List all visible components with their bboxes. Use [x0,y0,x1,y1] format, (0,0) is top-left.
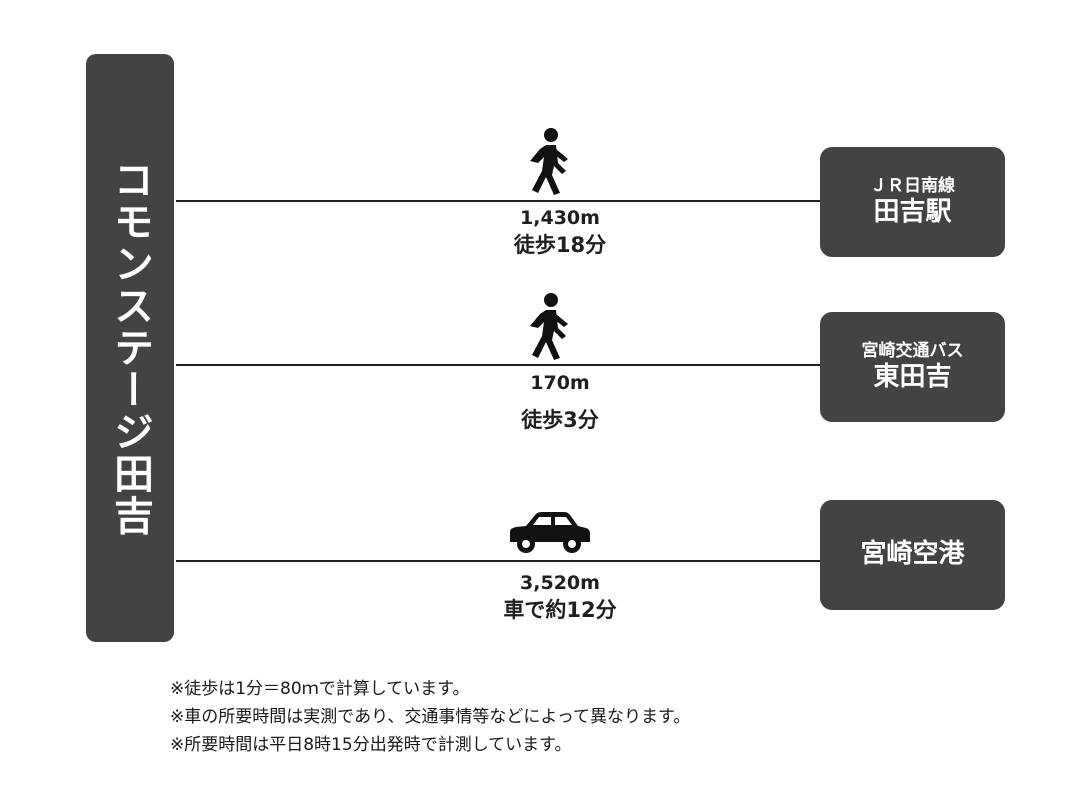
route-distance-1: 1,430m [520,207,600,229]
car-icon [510,512,590,553]
destination-name-2: 東田吉 [873,361,952,392]
destination-name-3: 宮崎空港 [860,539,965,570]
destination-name-1: 田吉駅 [873,196,952,227]
route-time-1: 徒歩18分 [513,233,607,257]
route-time-2: 徒歩3分 [521,408,599,432]
route-label-1: 1,430m 徒歩18分 [480,207,640,259]
destination-line-1: ＪＲ日南線 [870,176,955,197]
walking-person-icon [530,128,568,195]
destination-line-2: 宮崎交通バス [861,341,964,362]
origin-bar: コモンステージ田吉 [86,54,174,642]
route-label-2: 170m 徒歩3分 [480,372,640,434]
route-line-2 [176,364,820,366]
route-distance-2: 170m [530,372,590,394]
route-distance-3: 3,520m [520,572,600,594]
walking-person-icon [530,293,568,360]
destination-box-2: 宮崎交通バス 東田吉 [820,312,1005,422]
footnotes: ※徒歩は1分＝80ｍで計算しています。 ※車の所要時間は実測であり、交通事情等な… [170,675,690,759]
footnote-1: ※徒歩は1分＝80ｍで計算しています。 [170,679,470,699]
footnote-2: ※車の所要時間は実測であり、交通事情等などによって異なります。 [170,707,691,727]
destination-box-1: ＪＲ日南線 田吉駅 [820,147,1005,257]
footnote-3: ※所要時間は平日8時15分出発時で計測しています。 [170,735,572,755]
origin-name: コモンステージ田吉 [107,159,153,537]
route-label-3: 3,520m 車で約12分 [480,572,640,624]
route-line-1 [176,200,820,202]
route-time-3: 車で約12分 [503,598,617,622]
destination-box-3: 宮崎空港 [820,500,1005,610]
route-line-3 [176,560,820,562]
